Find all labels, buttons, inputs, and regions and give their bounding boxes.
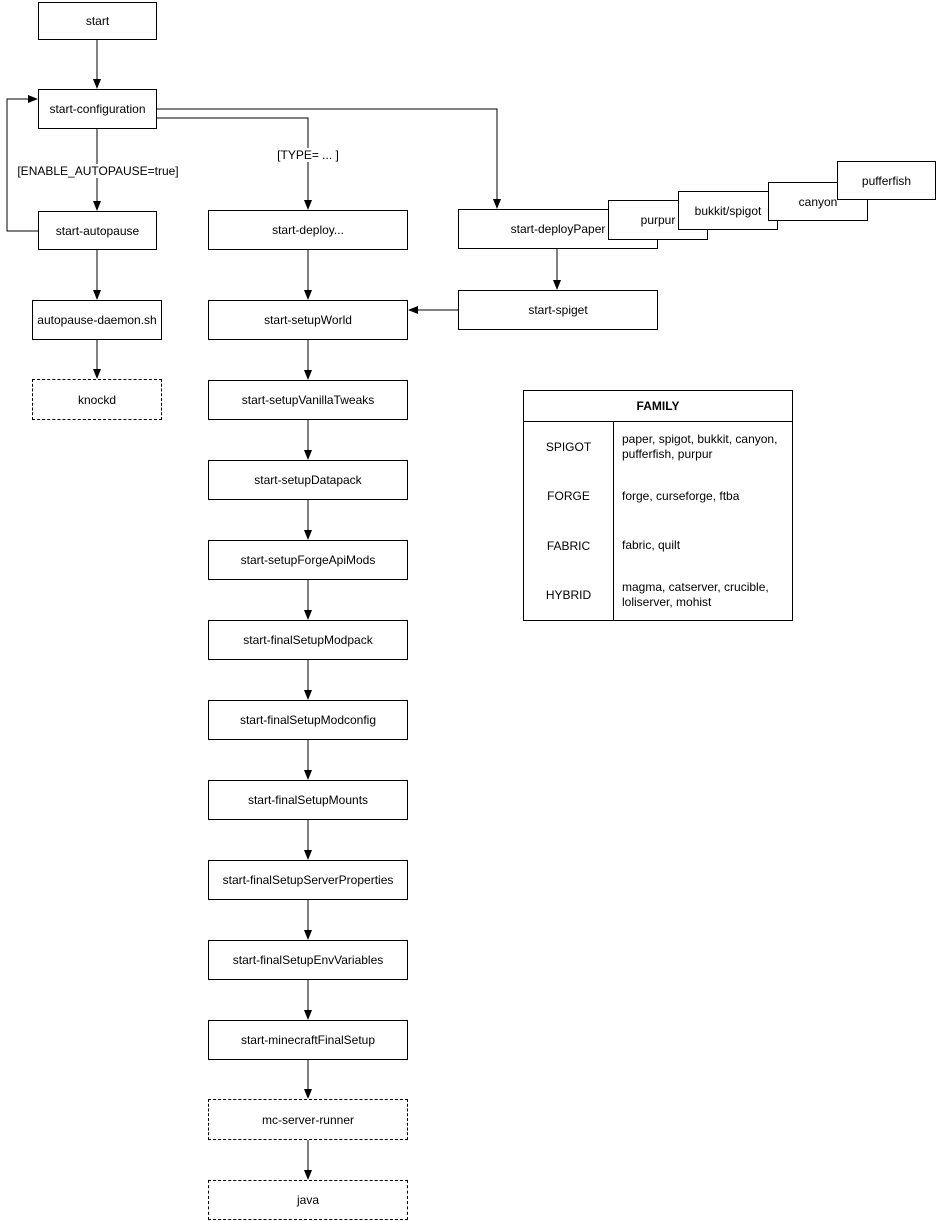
family-table-title: FAMILY [524, 391, 792, 422]
family-members: forge, curseforge, ftba [622, 488, 740, 503]
family-members: fabric, quilt [622, 538, 681, 553]
node-label: start-finalSetupModpack [243, 633, 373, 647]
node-start: start [38, 2, 157, 40]
node-canyon: canyon [768, 182, 868, 221]
family-table-row-forge: FORGE forge, curseforge, ftba [524, 471, 792, 521]
family-name: FORGE [524, 471, 614, 521]
node-label: purpur [640, 213, 676, 227]
node-label: start-finalSetupEnvVariables [232, 953, 384, 967]
node-start-finalsetupmodconfig: start-finalSetupModconfig [208, 700, 408, 740]
family-members: paper, spigot, bukkit, canyon, pufferfis… [622, 431, 778, 461]
family-table-row-hybrid: HYBRID magma, catserver, crucible, lolis… [524, 570, 792, 620]
node-start-finalsetupserverproperties: start-finalSetupServerProperties [208, 860, 408, 900]
family-members: magma, catserver, crucible, loliserver, … [622, 580, 769, 610]
arrow-configuration-to-deploypaper [157, 108, 501, 209]
node-label: start-finalSetupMounts [247, 793, 369, 807]
family-name: SPIGOT [524, 422, 614, 472]
node-start-setupdatapack: start-setupDatapack [208, 460, 408, 500]
node-label: pufferfish [861, 173, 912, 188]
node-label: bukkit/spigot [694, 203, 762, 218]
edge-label-enable-autopause: [ENABLE_AUTOPAUSE=true] [15, 164, 181, 178]
node-start-configuration: start-configuration [38, 89, 157, 129]
node-label: start-deployPaper [510, 222, 606, 236]
node-start-setupworld: start-setupWorld [208, 300, 408, 340]
family-table: FAMILY SPIGOT paper, spigot, bukkit, can… [523, 390, 793, 621]
node-java: java [208, 1180, 408, 1220]
node-knockd: knockd [32, 379, 162, 420]
node-start-deploy: start-deploy... [208, 210, 408, 250]
node-label: start-spiget [528, 303, 588, 317]
family-table-body: SPIGOT paper, spigot, bukkit, canyon, pu… [524, 422, 792, 620]
node-label: start-finalSetupModconfig [239, 713, 377, 727]
node-start-minecraftfinalsetup: start-minecraftFinalSetup [208, 1020, 408, 1060]
node-start-finalsetupmounts: start-finalSetupMounts [208, 780, 408, 820]
node-label: autopause-daemon.sh [37, 313, 157, 327]
family-name: HYBRID [524, 570, 614, 620]
family-table-row-spigot: SPIGOT paper, spigot, bukkit, canyon, pu… [524, 422, 792, 472]
node-label: knockd [77, 392, 117, 407]
node-label: start-minecraftFinalSetup [240, 1033, 376, 1047]
node-label: start-setupVanillaTweaks [241, 393, 375, 407]
node-label: canyon [798, 194, 838, 209]
node-bukkit-spigot: bukkit/spigot [678, 191, 778, 230]
node-start-finalsetupmodpack: start-finalSetupModpack [208, 620, 408, 660]
node-label: start-configuration [49, 102, 146, 116]
node-start-finalsetupenvvariables: start-finalSetupEnvVariables [208, 940, 408, 980]
node-label: start [85, 14, 110, 28]
node-mc-server-runner: mc-server-runner [208, 1099, 408, 1140]
node-start-spiget: start-spiget [458, 290, 658, 330]
arrow-autopause-loop-to-configuration [6, 95, 38, 232]
node-label: start-setupDatapack [254, 473, 362, 487]
node-label: start-autopause [55, 223, 140, 238]
family-table-row-fabric: FABRIC fabric, quilt [524, 521, 792, 571]
arrow-configuration-to-deploy [157, 117, 312, 210]
node-label: start-setupForgeApiMods [240, 553, 376, 567]
node-start-setupforgeapimods: start-setupForgeApiMods [208, 540, 408, 580]
node-label: start-finalSetupServerProperties [222, 873, 394, 887]
node-label: start-deploy... [272, 223, 344, 237]
node-label: start-setupWorld [264, 313, 352, 327]
node-start-setupvanillatweaks: start-setupVanillaTweaks [208, 380, 408, 420]
node-label: java [296, 1193, 319, 1207]
node-pufferfish: pufferfish [837, 161, 936, 200]
edge-label-type: [TYPE= ... ] [275, 148, 341, 162]
node-start-autopause: start-autopause [38, 211, 157, 250]
node-autopause-daemon: autopause-daemon.sh [32, 300, 162, 340]
family-name: FABRIC [524, 521, 614, 571]
node-label: mc-server-runner [261, 1112, 354, 1127]
